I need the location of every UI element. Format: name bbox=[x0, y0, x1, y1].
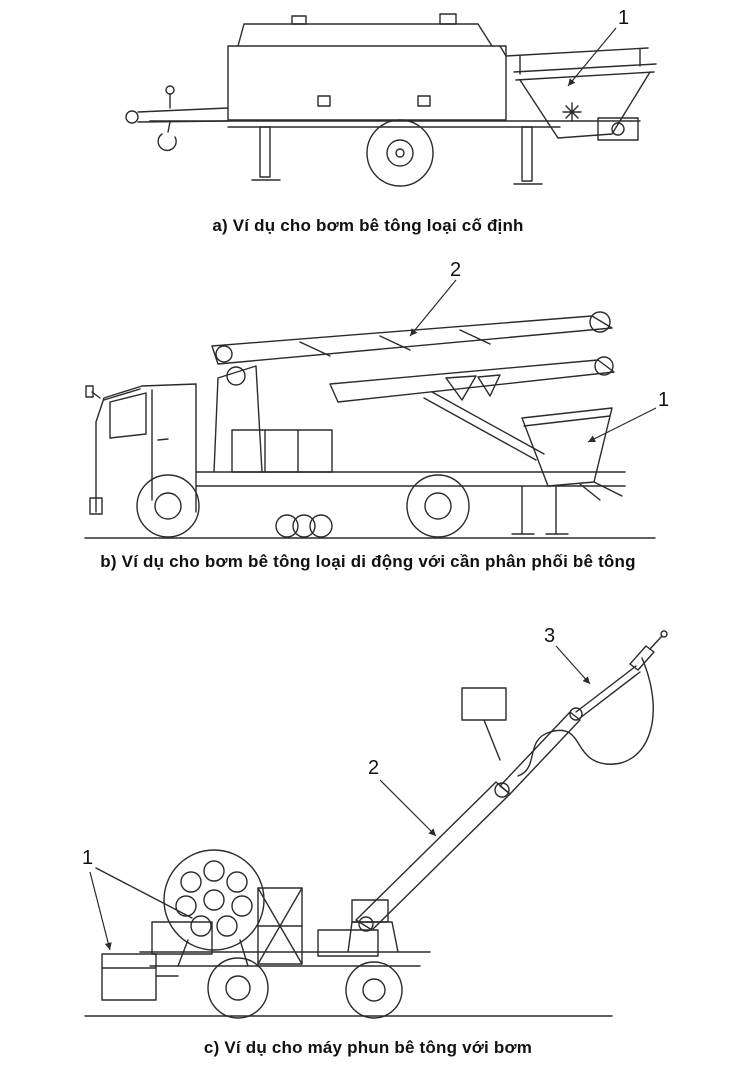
mobile-pump-drawing: 2 1 bbox=[84, 259, 669, 539]
figure-a-caption: a) Ví dụ cho bơm bê tông loại cố định bbox=[212, 216, 524, 235]
figure-c: 3 2 1 bbox=[0, 600, 736, 1030]
figure-c-callout-2: 2 bbox=[368, 757, 379, 779]
figure-b-callout-1: 1 bbox=[658, 389, 669, 411]
figure-c-caption: c) Ví dụ cho máy phun bê tông với bơm bbox=[203, 1038, 533, 1057]
figure-a-callout-1: 1 bbox=[618, 7, 629, 29]
figure-c-callout-1: 1 bbox=[82, 847, 93, 869]
figure-a: 1 bbox=[0, 0, 736, 210]
figure-b: 2 1 bbox=[0, 250, 736, 550]
figure-c-callout-3: 3 bbox=[544, 625, 555, 647]
figure-b-callout-2: 2 bbox=[450, 259, 461, 281]
figure-b-caption: b) Ví dụ cho bơm bê tông loại di động vớ… bbox=[100, 552, 636, 571]
shotcrete-machine-drawing: 3 2 1 bbox=[82, 625, 668, 1019]
stationary-pump-drawing: 1 bbox=[125, 7, 657, 187]
